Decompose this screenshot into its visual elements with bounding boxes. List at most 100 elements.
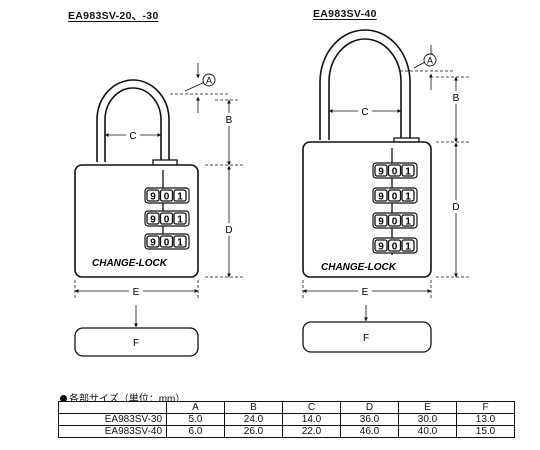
left-dial-digit: 9 <box>150 215 156 226</box>
left-dial-wheel <box>159 235 174 248</box>
table-cell: 14.0 <box>282 413 341 426</box>
size-table-caption-text: 各部サイズ（単位：mm） <box>69 394 186 405</box>
size-table-caption: 各部サイズ（単位：mm） <box>60 390 185 405</box>
size-table-header-a: A <box>166 401 225 414</box>
right-dial-digit: 1 <box>405 192 411 203</box>
right-dial-wheel <box>374 214 388 227</box>
size-table-header-row: A B C D E F <box>58 401 515 414</box>
size-table-header-f: F <box>456 401 515 414</box>
left-dial-wheel <box>173 235 187 248</box>
right-dial-digit: 9 <box>378 242 384 253</box>
left-dial-digit: 1 <box>177 215 183 226</box>
model-title-right: EA983SV-40 <box>313 8 377 20</box>
right-dim-d-bg <box>450 200 462 213</box>
right-dial-wheel <box>401 214 415 227</box>
right-dial-digit: 0 <box>392 217 398 228</box>
left-dial-digit: 0 <box>164 215 170 226</box>
table-cell: 40.0 <box>398 425 457 438</box>
left-dim-b: B <box>226 115 233 126</box>
left-dial-digit: 9 <box>150 192 156 203</box>
right-dial-wheel <box>387 239 402 252</box>
right-dim-e-bg <box>358 285 372 297</box>
left-ref-a-label: A <box>206 76 212 86</box>
right-dial-wheel <box>401 239 415 252</box>
left-shackle-inner <box>104 87 162 162</box>
right-shackle-inner <box>328 38 402 140</box>
left-dial-wheel <box>173 212 187 225</box>
left-dim-d: D <box>225 225 232 236</box>
right-ref-a-circle <box>423 53 437 67</box>
left-dial-digit: 1 <box>177 192 183 203</box>
right-dial-wheel <box>387 214 402 227</box>
left-dim-f: F <box>133 338 139 349</box>
left-brand-label: CHANGE-LOCK <box>92 258 168 269</box>
right-dim-e: E <box>362 287 369 298</box>
size-table-header-d: D <box>340 401 399 414</box>
right-dial-digit: 0 <box>392 242 398 253</box>
table-row: EA983SV-40 6.0 26.0 22.0 46.0 40.0 15.0 <box>58 425 515 438</box>
left-dial-wheel <box>159 189 174 202</box>
size-table-header-c: C <box>282 401 341 414</box>
right-dim-f: F <box>363 333 369 344</box>
size-table-header-e: E <box>398 401 457 414</box>
right-dial-digit: 9 <box>378 167 384 178</box>
table-row: EA983SV-30 5.0 24.0 14.0 36.0 30.0 13.0 <box>58 413 515 426</box>
left-dial-wheel <box>159 212 174 225</box>
left-f-block <box>74 327 199 357</box>
right-dial-digit: 0 <box>392 192 398 203</box>
left-dial-digit: 1 <box>177 238 183 249</box>
right-f-block <box>302 321 432 353</box>
left-dim-e: E <box>133 287 140 298</box>
right-shackle <box>319 29 411 140</box>
right-dial-digit: 1 <box>405 217 411 228</box>
table-cell: 13.0 <box>456 413 515 426</box>
right-dial-wheel <box>401 189 415 202</box>
table-cell: 24.0 <box>224 413 283 426</box>
right-dial-wheel <box>374 239 388 252</box>
left-dial-wheel <box>173 189 187 202</box>
right-dim-c-bg <box>358 105 372 117</box>
right-dim-d: D <box>452 202 459 213</box>
right-dial-digit: 9 <box>378 217 384 228</box>
right-lock-body <box>302 141 432 278</box>
right-dimensions <box>302 45 470 322</box>
left-dim-b-bg <box>223 113 235 126</box>
right-dim-c: C <box>361 107 368 118</box>
right-dial-digit: 0 <box>392 167 398 178</box>
table-cell: 15.0 <box>456 425 515 438</box>
table-cell: 36.0 <box>340 413 399 426</box>
right-dim-b-bg <box>450 91 462 104</box>
right-dial-wheel <box>387 189 402 202</box>
left-ref-a-circle <box>202 73 216 87</box>
left-dim-e-bg <box>129 285 143 297</box>
left-dim-c: C <box>129 131 136 142</box>
left-dial-wheel <box>146 235 160 248</box>
table-cell: 26.0 <box>224 425 283 438</box>
right-dial-wheel <box>401 164 415 177</box>
left-dial-digit: 0 <box>164 192 170 203</box>
right-dial-digit: 1 <box>405 242 411 253</box>
left-dial-digit: 9 <box>150 238 156 249</box>
right-dial-wheel <box>387 164 402 177</box>
right-brand-label: CHANGE-LOCK <box>321 262 397 273</box>
left-dim-c-bg <box>126 129 140 141</box>
left-dial-digit: 0 <box>164 238 170 249</box>
table-cell: 22.0 <box>282 425 341 438</box>
table-cell: 5.0 <box>166 413 225 426</box>
table-cell: 6.0 <box>166 425 225 438</box>
left-dial-wheel <box>146 212 160 225</box>
left-dim-d-bg <box>223 223 235 236</box>
right-dial-digit: 1 <box>405 167 411 178</box>
right-dim-b: B <box>453 93 460 104</box>
right-dial-digit: 9 <box>378 192 384 203</box>
